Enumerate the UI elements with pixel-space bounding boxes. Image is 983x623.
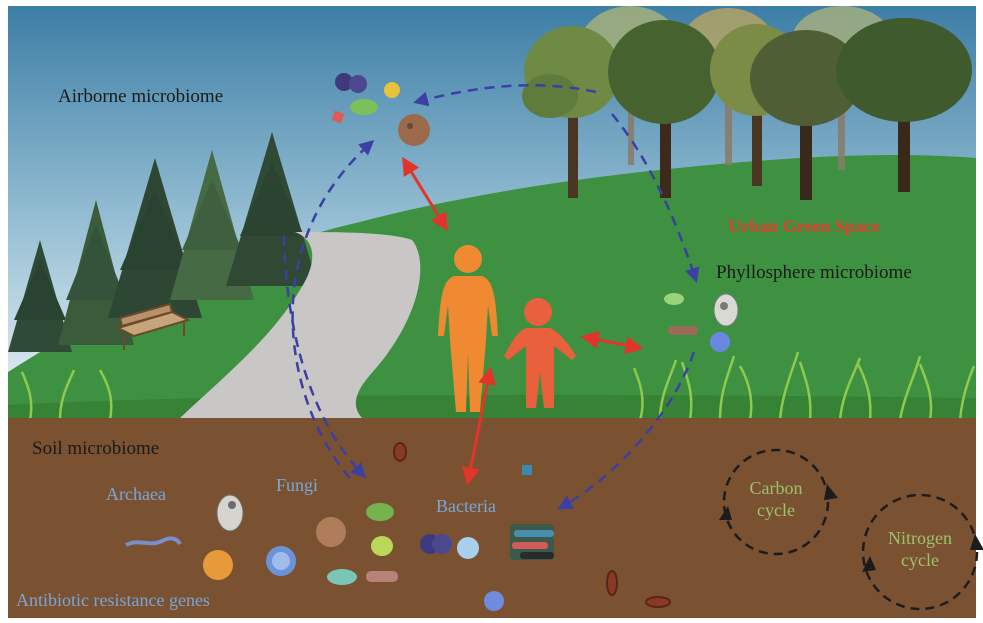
carbon-cycle-label: Carbon cycle bbox=[744, 478, 808, 521]
antibiotic-resistance-genes-label: Antibiotic resistance genes bbox=[16, 590, 210, 611]
carbon-cycle-label-line2: cycle bbox=[744, 500, 808, 522]
nitrogen-cycle-label-line2: cycle bbox=[880, 550, 960, 572]
soil-microbiome-label: Soil microbiome bbox=[32, 438, 159, 460]
fungi-label: Fungi bbox=[276, 475, 318, 496]
urban-green-space-label: Urban Green Space bbox=[728, 216, 880, 237]
bacteria-label: Bacteria bbox=[436, 496, 496, 517]
archaea-label: Archaea bbox=[106, 484, 166, 505]
nitrogen-cycle-label-line1: Nitrogen bbox=[880, 528, 960, 550]
phyllosphere-microbiome-label: Phyllosphere microbiome bbox=[716, 262, 912, 284]
airborne-microbiome-label: Airborne microbiome bbox=[58, 86, 223, 108]
carbon-cycle-label-line1: Carbon bbox=[744, 478, 808, 500]
nitrogen-cycle-label: Nitrogen cycle bbox=[880, 528, 960, 571]
